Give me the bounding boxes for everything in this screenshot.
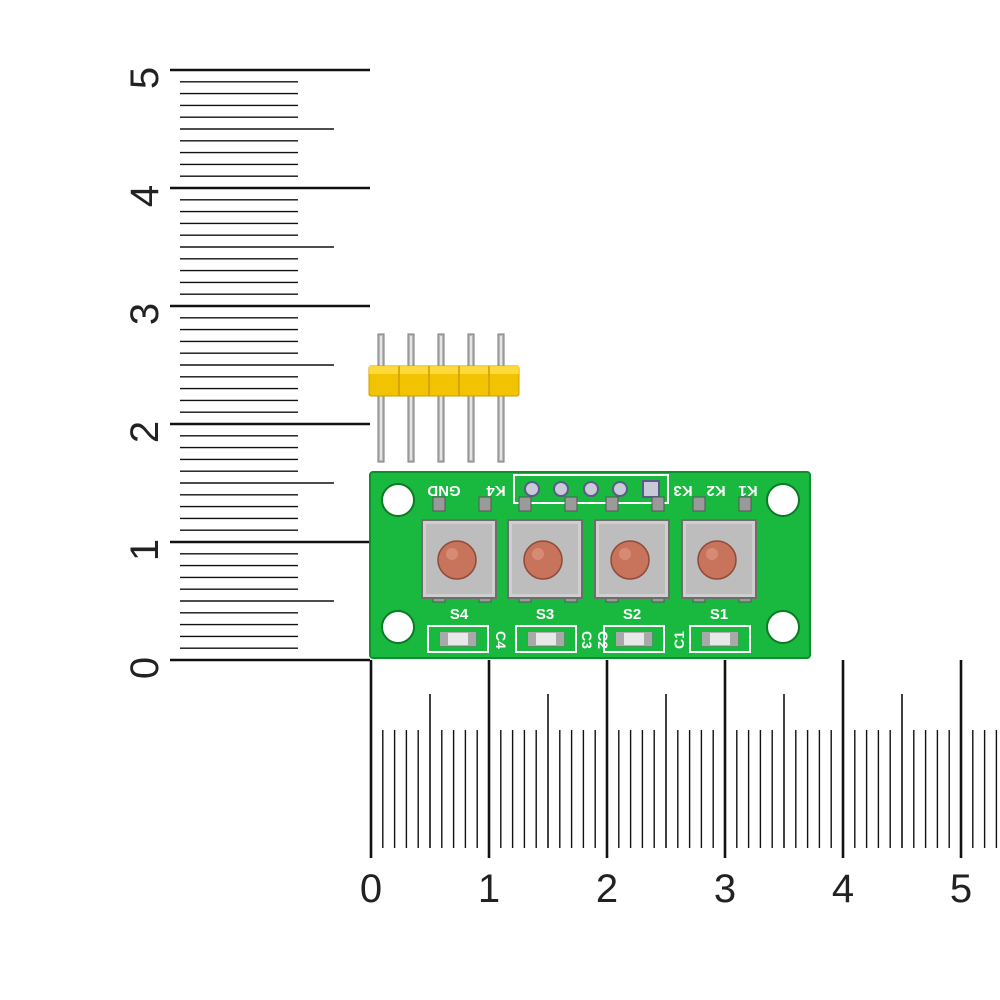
switch-leg [738,496,752,512]
switch-label-s1: S1 [710,606,728,623]
pin-header-dividers [398,366,490,396]
cap-label-c3: C3 [579,631,595,649]
horizontal-ruler-labels: 0 1 2 3 4 5 [360,867,972,911]
cap-terminal-left [440,632,448,646]
smd-capacitor [689,625,751,653]
mounting-hole-top-left [381,483,415,517]
switch-leg [605,496,619,512]
mounting-holes [381,483,800,644]
pin-header [368,333,520,463]
tactile-switch [421,496,497,603]
v-label-0: 0 [123,657,167,679]
header-labels: GND K4 K3 K2 K1 [427,482,757,499]
header-pin-shine [470,336,472,460]
button-cap-highlight [706,548,718,560]
v-label-1: 1 [123,539,167,561]
tactile-switch [681,496,757,603]
switch-leg [651,496,665,512]
header-pin-shine [500,336,502,460]
switch-label-s4: S4 [450,606,469,623]
smd-capacitor [603,625,665,653]
pcb-body [369,471,811,659]
h-label-1: 1 [478,867,500,911]
label-k2: K2 [706,482,725,499]
cap-labels: C4 C3 C2 C1 [493,631,687,649]
cap-silkscreen [427,625,489,653]
button-cap-highlight [532,548,544,560]
switch-labels: S4 S3 S2 S1 [450,606,728,623]
pcb-board: GND K4 K3 K2 K1 S4 S3 S2 S1 C4 C3 C2 C1 [369,471,811,659]
label-k1: K1 [738,482,757,499]
switch-leg [432,496,446,512]
cap-silkscreen [515,625,577,653]
cap-label-c1: C1 [671,631,687,649]
header-pin-shine [410,336,412,460]
header-silkscreen [513,474,669,504]
mounting-hole-bottom-right [766,610,800,644]
switch-leg [518,496,532,512]
label-k3: K3 [673,482,692,499]
v-label-2: 2 [123,421,167,443]
tactile-switches [421,496,757,603]
switch-label-s2: S2 [623,606,641,623]
h-label-5: 5 [950,867,972,911]
switch-leg [692,496,706,512]
mounting-hole-top-right [766,483,800,517]
capacitors [427,625,751,653]
cap-terminal-right [468,632,476,646]
button-cap [523,540,563,580]
cap-terminal-right [556,632,564,646]
button-cap [697,540,737,580]
pin-header-highlight [369,366,519,374]
mounting-hole-bottom-left [381,610,415,644]
cap-terminal-left [702,632,710,646]
v-label-5: 5 [123,67,167,89]
switch-label-s3: S3 [536,606,554,623]
vertical-ruler [170,68,370,662]
switch-leg [478,496,492,512]
tactile-switch [507,496,583,603]
smd-capacitor [515,625,577,653]
cap-terminal-right [730,632,738,646]
cap-terminal-left [616,632,624,646]
switch-leg [564,496,578,512]
vertical-ruler-labels: 0 1 2 3 4 5 [123,67,167,679]
h-label-4: 4 [832,867,854,911]
header-pin-shine [440,336,442,460]
button-cap-highlight [619,548,631,560]
button-cap [437,540,477,580]
horizontal-ruler [369,660,998,858]
cap-label-c4: C4 [493,631,509,649]
cap-terminal-left [528,632,536,646]
cap-terminal-right [644,632,652,646]
tactile-switch [594,496,670,603]
cap-silkscreen [603,625,665,653]
h-label-0: 0 [360,867,382,911]
v-label-3: 3 [123,303,167,325]
smd-capacitor [427,625,489,653]
h-label-2: 2 [596,867,618,911]
label-gnd: GND [427,482,461,499]
v-label-4: 4 [123,185,167,207]
cap-silkscreen [689,625,751,653]
label-k4: K4 [486,482,506,499]
header-pin-shine [380,336,382,460]
cap-label-c2: C2 [595,631,611,649]
h-label-3: 3 [714,867,736,911]
button-cap-highlight [446,548,458,560]
button-cap [610,540,650,580]
header-pads [524,480,660,498]
